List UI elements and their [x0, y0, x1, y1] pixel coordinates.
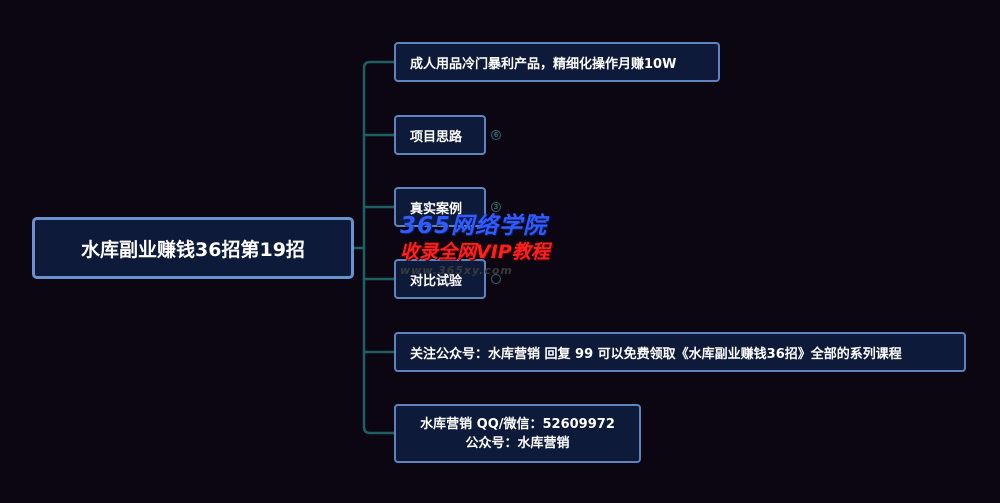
topic-project-idea-label: 项目思路	[410, 129, 463, 145]
collapsed-count-badge[interactable]	[491, 274, 501, 284]
topic-contact[interactable]: 水库营销 QQ/微信：52609972 公众号：水库营销	[394, 404, 641, 463]
topic-real-case-label: 真实案例	[410, 201, 463, 217]
topic-project-idea[interactable]: 项目思路	[394, 115, 486, 155]
topic-contact-line2: 公众号：水库营销	[465, 435, 570, 451]
topic-real-case[interactable]: 真实案例	[394, 187, 486, 227]
topic-product-label: 成人用品冷门暴利产品，精细化操作月赚10W	[410, 56, 677, 72]
topic-product[interactable]: 成人用品冷门暴利产品，精细化操作月赚10W	[394, 42, 720, 82]
collapsed-count-badge[interactable]: 3	[491, 202, 501, 212]
connector-trunk	[362, 60, 371, 435]
topic-follow-account[interactable]: 关注公众号：水库营销 回复 99 可以免费领取《水库副业赚钱36招》全部的系列课…	[394, 332, 966, 372]
topic-follow-account-label: 关注公众号：水库营销 回复 99 可以免费领取《水库副业赚钱36招》全部的系列课…	[410, 346, 902, 362]
root-topic-label: 水库副业赚钱36招第19招	[81, 238, 305, 261]
collapsed-count-badge[interactable]: 6	[491, 130, 501, 140]
topic-comparison-test[interactable]: 对比试验	[394, 259, 486, 299]
topic-contact-line1: 水库营销 QQ/微信：52609972	[420, 416, 615, 432]
topic-comparison-test-label: 对比试验	[410, 273, 463, 289]
root-topic[interactable]: 水库副业赚钱36招第19招	[32, 217, 354, 279]
